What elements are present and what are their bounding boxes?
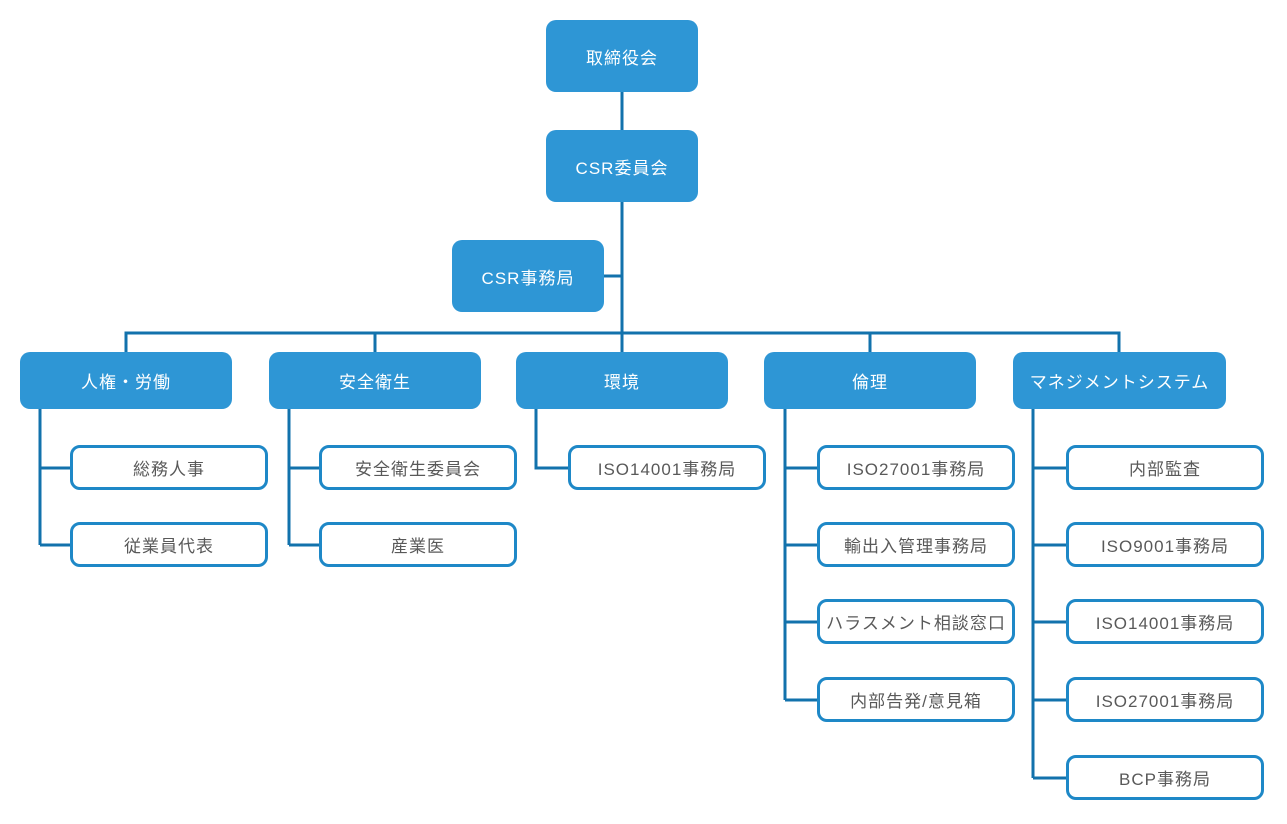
node-csr-office: CSR事務局 — [452, 240, 604, 312]
child-iso9001-office: ISO9001事務局 — [1066, 522, 1264, 567]
child-internal-audit: 内部監査 — [1066, 445, 1264, 490]
child-harassment-consultation-desk: ハラスメント相談窓口 — [817, 599, 1015, 644]
branch-management-system: マネジメントシステム — [1013, 352, 1226, 409]
child-import-export-office: 輸出入管理事務局 — [817, 522, 1015, 567]
child-iso14001-office-environment: ISO14001事務局 — [568, 445, 766, 490]
child-employee-representative: 従業員代表 — [70, 522, 268, 567]
branch-environment: 環境 — [516, 352, 728, 409]
child-iso27001-office-ms: ISO27001事務局 — [1066, 677, 1264, 722]
child-safety-health-committee: 安全衛生委員会 — [319, 445, 517, 490]
child-whistleblowing-suggestion-box: 内部告発/意見箱 — [817, 677, 1015, 722]
child-industrial-physician: 産業医 — [319, 522, 517, 567]
branch-human-rights-labor: 人権・労働 — [20, 352, 232, 409]
child-bcp-office: BCP事務局 — [1066, 755, 1264, 800]
child-general-affairs-hr: 総務人事 — [70, 445, 268, 490]
child-iso14001-office-ms: ISO14001事務局 — [1066, 599, 1264, 644]
child-iso27001-office-ethics: ISO27001事務局 — [817, 445, 1015, 490]
branch-ethics: 倫理 — [764, 352, 976, 409]
branch-safety-health: 安全衛生 — [269, 352, 481, 409]
node-board-of-directors: 取締役会 — [546, 20, 698, 92]
node-csr-committee: CSR委員会 — [546, 130, 698, 202]
